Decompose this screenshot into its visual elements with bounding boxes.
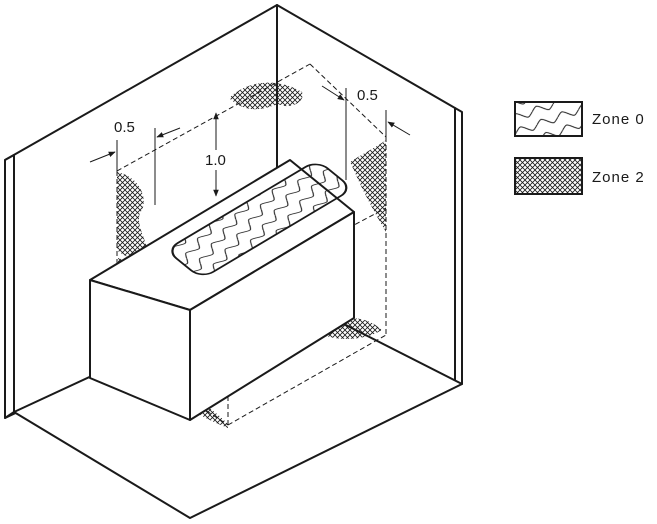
zone0-basin <box>171 163 348 276</box>
legend-zone2-label: Zone 2 <box>592 169 645 186</box>
bathtub <box>89 159 355 421</box>
zone2-area <box>350 140 386 232</box>
left-wall-edge <box>4 154 15 419</box>
boundary-line <box>309 63 387 138</box>
dimension-arrow <box>321 85 345 101</box>
legend-zone0-swatch <box>514 101 583 137</box>
dimension-arrow <box>156 127 181 138</box>
dimension-arrow <box>387 121 411 136</box>
dimension-label-height: 1.0 <box>205 152 226 169</box>
boundary-line <box>116 63 311 172</box>
boundary-line <box>227 334 387 426</box>
dimension-label-right: 0.5 <box>357 87 378 104</box>
back-wall-edge <box>454 107 463 386</box>
dimensions <box>89 85 411 205</box>
bathtub-side <box>189 211 355 421</box>
dimension-arrow <box>89 151 116 163</box>
boundary-line <box>192 401 229 426</box>
dimension-label-left: 0.5 <box>114 119 135 136</box>
legend-zone2-swatch <box>514 157 583 195</box>
legend: Zone 0 Zone 2 <box>514 101 645 195</box>
zone2-area <box>229 82 303 110</box>
legend-zone0-label: Zone 0 <box>592 111 645 128</box>
zone2-area <box>117 172 150 262</box>
